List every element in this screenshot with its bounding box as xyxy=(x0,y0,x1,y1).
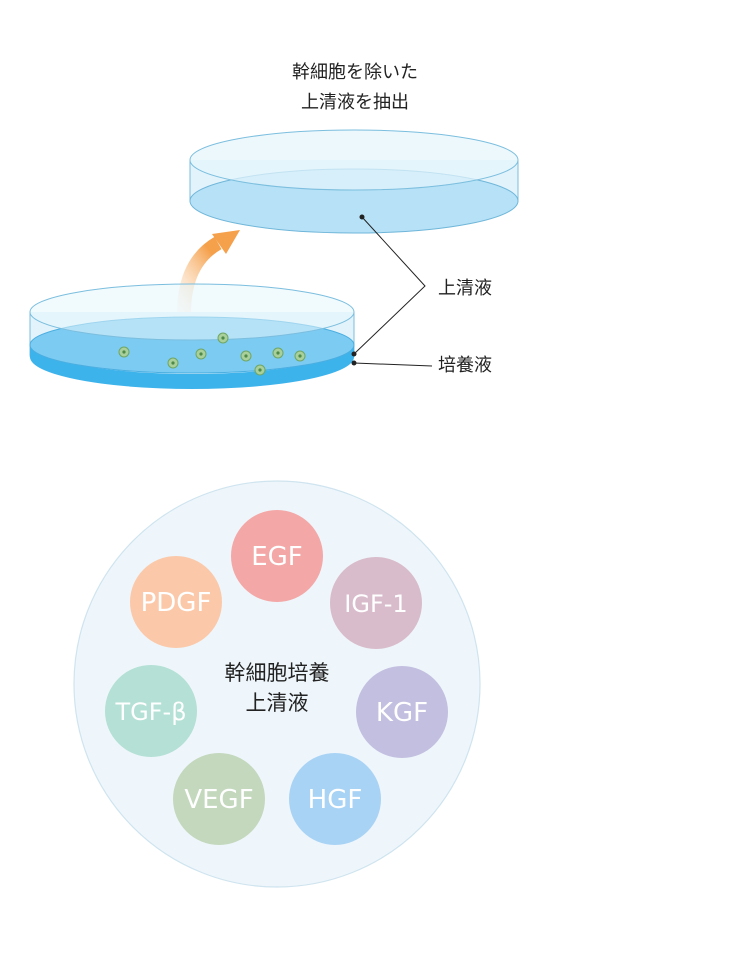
growth-factor-label: TGF-β xyxy=(114,698,186,726)
growth-factor-bubble xyxy=(356,666,448,758)
growth-factor-vegf: VEGF xyxy=(173,753,265,845)
culture-dish-rim xyxy=(29,283,355,341)
growth-factor-kgf: KGF xyxy=(356,666,448,758)
stem-cell xyxy=(118,346,130,358)
growth-factor-label: IGF-1 xyxy=(344,590,407,618)
growth-factor-hgf: HGF xyxy=(289,753,381,845)
caption-line-1: 幹細胞を除いた xyxy=(292,62,418,83)
growth-factor-label: EGF xyxy=(251,542,303,572)
stem-cell xyxy=(272,347,284,359)
growth-factor-label: PDGF xyxy=(141,588,212,618)
growth-factor-bubble xyxy=(173,753,265,845)
leader-lines xyxy=(353,216,433,367)
growth-factor-bubble xyxy=(130,556,222,648)
medium-leader-line xyxy=(353,362,433,367)
culture-dish xyxy=(29,283,357,389)
growth-factor-bubble xyxy=(105,665,197,757)
stem-cell xyxy=(167,357,179,369)
supernatant-label: 上清液 xyxy=(438,278,492,299)
supernatant-leader-line xyxy=(353,216,426,355)
culture-medium-layer xyxy=(30,342,354,389)
growth-factor-label: KGF xyxy=(376,698,428,728)
stem-cell xyxy=(254,364,266,376)
stem-cell xyxy=(240,350,252,362)
arrow-head xyxy=(212,230,240,254)
circle-center-line-1: 幹細胞培養 xyxy=(225,661,330,685)
growth-factor-bubble xyxy=(330,557,422,649)
growth-factor-label: VEGF xyxy=(184,785,253,815)
stem-cells xyxy=(118,332,306,376)
supernatant-dish xyxy=(189,129,519,234)
culture-medium-label: 培養液 xyxy=(438,355,492,376)
circle-center-line-2: 上清液 xyxy=(246,691,309,715)
supernatant-dish-rim xyxy=(189,129,519,191)
growth-factor-bubble xyxy=(289,753,381,845)
stem-cell xyxy=(217,332,229,344)
growth-factor-pdgf: PDGF xyxy=(130,556,222,648)
stem-cell xyxy=(294,350,306,362)
growth-factor-label: HGF xyxy=(308,785,363,815)
stem-cell xyxy=(195,348,207,360)
caption-line-2: 上清液を抽出 xyxy=(301,92,409,113)
growth-factor-egf: EGF xyxy=(231,510,323,602)
growth-factor-tgf-: TGF-β xyxy=(105,665,197,757)
growth-factor-igf-1: IGF-1 xyxy=(330,557,422,649)
growth-factor-bubble xyxy=(231,510,323,602)
